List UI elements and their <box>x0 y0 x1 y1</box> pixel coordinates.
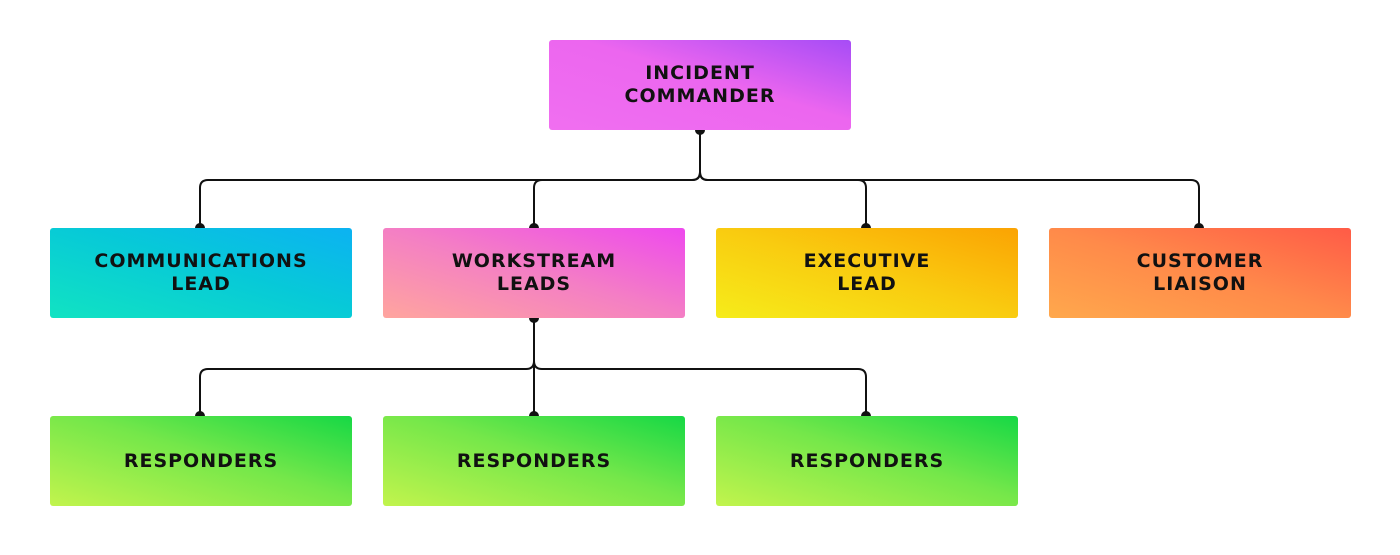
node-responders-2: RESPONDERS <box>383 416 685 506</box>
connector-commander-to-workstream <box>533 171 701 228</box>
connector-commander-to-customer <box>699 171 1200 228</box>
node-responders-1: RESPONDERS <box>50 416 352 506</box>
node-communications-lead: COMMUNICATIONS LEAD <box>50 228 352 318</box>
node-label: RESPONDERS <box>123 449 279 472</box>
node-label: EXECUTIVE LEAD <box>803 250 931 295</box>
node-workstream-leads: WORKSTREAM LEADS <box>383 228 685 318</box>
connector-workstream-to-responders-3 <box>533 360 867 416</box>
node-label: CUSTOMER LIAISON <box>1136 250 1264 295</box>
node-customer-liaison: CUSTOMER LIAISON <box>1049 228 1351 318</box>
node-executive-lead: EXECUTIVE LEAD <box>716 228 1018 318</box>
node-label: WORKSTREAM LEADS <box>451 250 617 295</box>
node-label: INCIDENT COMMANDER <box>624 62 776 107</box>
node-responders-3: RESPONDERS <box>716 416 1018 506</box>
node-label: RESPONDERS <box>789 449 945 472</box>
node-label: RESPONDERS <box>456 449 612 472</box>
node-incident-commander: INCIDENT COMMANDER <box>549 40 851 130</box>
connector-workstream-trunk <box>199 318 535 416</box>
node-label: COMMUNICATIONS LEAD <box>94 250 308 295</box>
